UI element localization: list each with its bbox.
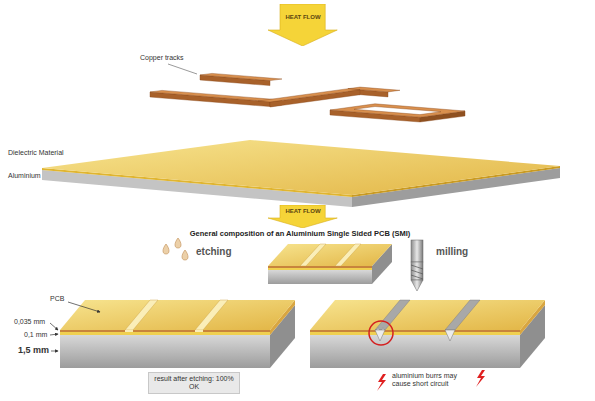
copper-tracks: [150, 73, 465, 122]
arrow-body: [268, 205, 337, 228]
aluminium-base: [42, 140, 560, 207]
etching-drops: [163, 238, 188, 260]
short-circuit-bolt: [377, 370, 485, 391]
dimension: 0,035 mm: [14, 318, 45, 326]
milled-board: [310, 300, 545, 368]
arrow-shape: [268, 4, 337, 46]
dimension: 1,5 mm: [18, 345, 49, 355]
process-label: milling: [436, 246, 468, 258]
pcb-sample: [268, 244, 392, 284]
heat-flow-arrow: HEAT FLOW: [268, 4, 337, 46]
process-label: etching: [196, 246, 232, 258]
box-text: result after etching: 100% OK: [152, 375, 236, 391]
leader-line: [168, 64, 197, 74]
heat-flow-arrow: HEAT FLOW: [268, 205, 337, 228]
part-label: Dielectric Material: [8, 149, 64, 157]
etched-board: [60, 300, 295, 368]
burr-highlight: [369, 321, 393, 345]
dielectric-layer: [42, 140, 560, 195]
caption: General composition of an Aluminium Sing…: [190, 230, 411, 239]
part-label: Copper tracks: [140, 54, 184, 62]
milling-tool: [411, 240, 423, 291]
warning-note: aluminium burrs may cause short circuit: [392, 372, 474, 388]
dimension: 0,1 mm: [24, 331, 47, 339]
dimension-arrows: [50, 302, 100, 351]
part-label: PCB: [50, 295, 64, 303]
arrow-body: [268, 4, 337, 46]
arrow-label: HEAT FLOW: [280, 208, 325, 215]
part-label: Aluminium: [8, 172, 41, 180]
arrow-label: HEAT FLOW: [280, 14, 325, 21]
result-box: result after etching: 100% OK: [148, 372, 240, 394]
